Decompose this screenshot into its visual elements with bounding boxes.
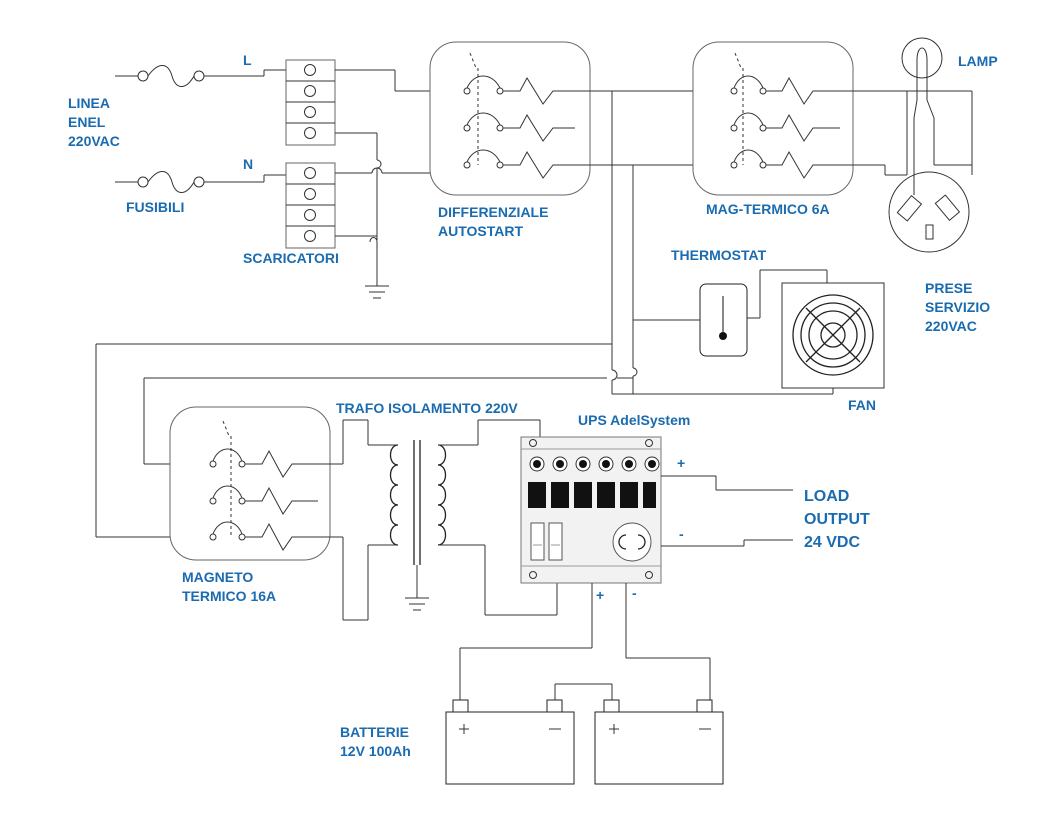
breaker-icon-magneto-termico: [169, 406, 343, 561]
prese-label: PRESE SERVIZIO 220VAC: [925, 280, 991, 334]
breaker-icon-mag-termico: [692, 41, 854, 196]
socket-icon: [888, 171, 970, 253]
trafo-label: TRAFO ISOLAMENTO 220V: [336, 400, 518, 416]
l-label: L: [243, 52, 252, 68]
batt-plus-label: +: [596, 587, 605, 603]
fuse-icon-n: [115, 171, 286, 193]
fusibili-label: FUSIBILI: [126, 199, 185, 215]
linea-label: LINEA ENEL 220VAC: [68, 95, 120, 149]
batterie-label: BATTERIE 12V 100Ah: [340, 724, 411, 759]
load-output-label: LOAD OUTPUT 24 VDC: [804, 488, 870, 551]
batt-minus-label: -: [632, 585, 637, 601]
terminal-block-icon-top: [285, 59, 336, 146]
battery-icon-1: [445, 699, 575, 785]
ups-label: UPS AdelSystem: [578, 412, 691, 428]
battery-icon-2: [594, 699, 724, 785]
ground-icon-surge: [365, 285, 389, 299]
mag-termico-label: MAG-TERMICO 6A: [706, 201, 830, 217]
fan-label: FAN: [848, 397, 876, 413]
lamp-label: LAMP: [958, 53, 998, 69]
lamp-icon: [901, 37, 972, 195]
differenziale-label: DIFFERENZIALE AUTOSTART: [438, 204, 549, 239]
fuse-icon-l: [115, 65, 286, 87]
n-label: N: [243, 156, 254, 172]
scaricatori-label: SCARICATORI: [243, 250, 339, 266]
terminal-block-icon-bottom: [285, 162, 336, 249]
ground-icon-trafo: [405, 597, 429, 611]
thermostat-icon: [699, 283, 748, 357]
ups-out-plus-label: +: [677, 455, 686, 471]
transformer-icon: [342, 419, 558, 621]
thermostat-label: THERMOSTAT: [671, 247, 767, 263]
breaker-icon-differenziale: [429, 41, 591, 196]
ups-out-minus-label: -: [679, 526, 684, 542]
magneto-label: MAGNETO TERMICO 16A: [182, 569, 277, 604]
ups-icon: [520, 436, 662, 584]
fan-icon: [781, 282, 885, 389]
surge-wiring: [335, 132, 382, 286]
